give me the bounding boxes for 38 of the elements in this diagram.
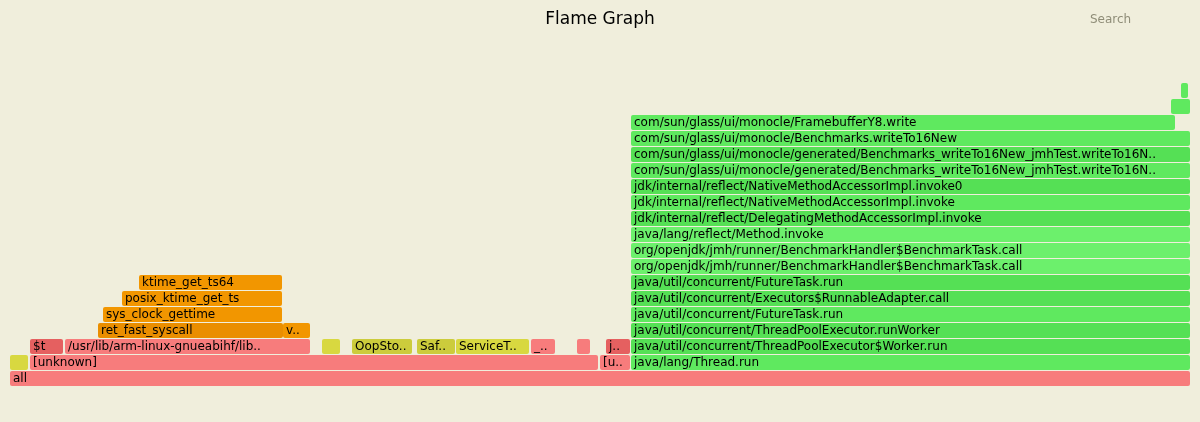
stack-frame-bar: /usr/lib/arm-linux-gnueabihf/lib.. — [65, 339, 310, 354]
stack-frame-bar: OopSto.. — [352, 339, 412, 354]
stack-frame-bar: v.. — [283, 323, 310, 338]
stack-frame-bar: java/util/concurrent/ThreadPoolExecutor$Worker.run — [631, 339, 1190, 354]
stack-frame-bar — [10, 355, 28, 370]
stack-frame-bar — [1171, 99, 1190, 114]
stack-frame-bar: org/openjdk/jmh/runner/BenchmarkHandler$BenchmarkTask.call — [631, 259, 1190, 274]
stack-frame-bar: ServiceT.. — [456, 339, 529, 354]
stack-frame-bar: org/openjdk/jmh/runner/BenchmarkHandler$BenchmarkTask.call — [631, 243, 1190, 258]
chart-title: Flame Graph — [545, 8, 655, 28]
search-link: Search — [1090, 12, 1132, 26]
stack-frame-bar — [577, 339, 590, 354]
stack-frame-bar: $t — [30, 339, 63, 354]
stack-frame-bar: jdk/internal/reflect/DelegatingMethodAccessorImpl.invoke — [631, 211, 1190, 226]
stack-frame-bar — [322, 339, 340, 354]
stack-frame-bar: ret_fast_syscall — [98, 323, 283, 338]
stack-frame-bar: jdk/internal/reflect/NativeMethodAccessorImpl.invoke0 — [631, 179, 1190, 194]
stack-frame-bar: Saf.. — [417, 339, 455, 354]
stack-frame-bar: java/util/concurrent/ThreadPoolExecutor.runWorker — [631, 323, 1190, 338]
stack-frame-bar: j.. — [606, 339, 630, 354]
stack-frame-bar: java/lang/Thread.run — [631, 355, 1190, 370]
stack-frame-bar: com/sun/glass/ui/monocle/generated/Benchmarks_writeTo16New_jmhTest.writeTo16N.. — [631, 163, 1190, 178]
stack-frame-bar: _.. — [531, 339, 555, 354]
stack-frame-bar: java/util/concurrent/FutureTask.run — [631, 307, 1190, 322]
stack-frame-bar: posix_ktime_get_ts — [122, 291, 282, 306]
stack-frame-bar: com/sun/glass/ui/monocle/FramebufferY8.write — [631, 115, 1175, 130]
stack-frame-bar: java/util/concurrent/Executors$RunnableAdapter.call — [631, 291, 1190, 306]
stack-frame-bar: java/util/concurrent/FutureTask.run — [631, 275, 1190, 290]
stack-frame-bar: [u.. — [600, 355, 630, 370]
stack-frame-bar: jdk/internal/reflect/NativeMethodAccessorImpl.invoke — [631, 195, 1190, 210]
stack-frame-bar: [unknown] — [30, 355, 598, 370]
stack-frame-bar: java/lang/reflect/Method.invoke — [631, 227, 1190, 242]
stack-frame-bar: ktime_get_ts64 — [139, 275, 282, 290]
stack-frame-bar: com/sun/glass/ui/monocle/generated/Benchmarks_writeTo16New_jmhTest.writeTo16N.. — [631, 147, 1190, 162]
stack-frame-bar: sys_clock_gettime — [103, 307, 282, 322]
stack-frame-bar — [1181, 83, 1188, 98]
stack-frame-bar: all — [10, 371, 1190, 386]
stack-frame-bar: com/sun/glass/ui/monocle/Benchmarks.writeTo16New — [631, 131, 1190, 146]
